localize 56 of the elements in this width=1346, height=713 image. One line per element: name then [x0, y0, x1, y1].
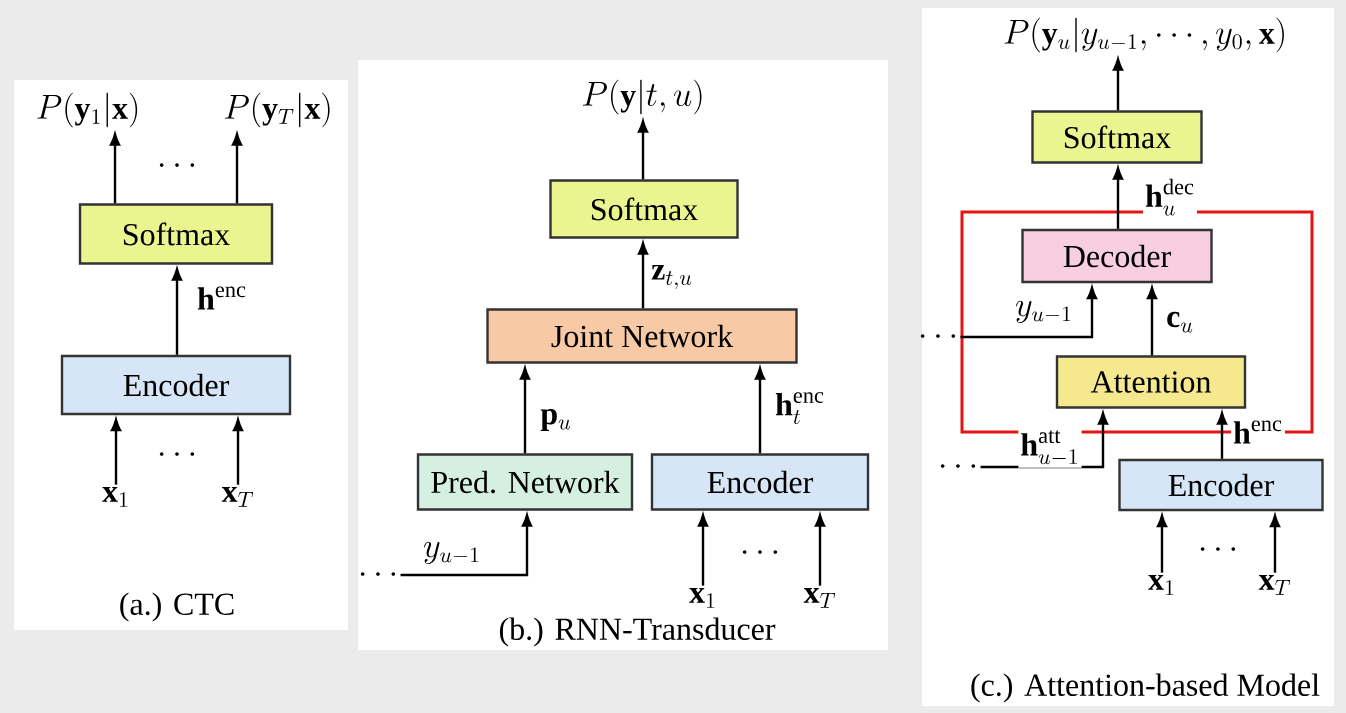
block-box: Decoder	[1021, 228, 1213, 284]
ellipsis: $\cdots$	[159, 163, 195, 167]
arrow	[1156, 514, 1168, 573]
math-label: $\mathbf{x}_T$	[1258, 575, 1290, 595]
block-box: Joint Network	[486, 308, 798, 364]
arrow	[1269, 514, 1281, 573]
edge-label: $\mathbf{c}_u$	[1164, 309, 1196, 335]
arrow	[171, 268, 183, 355]
block-box: Encoder	[1118, 458, 1324, 512]
arrow	[754, 367, 766, 454]
arrow	[231, 133, 243, 204]
math-label: $\mathbf{x}_1$	[689, 588, 715, 608]
arrow	[232, 418, 244, 485]
math-label: $\mathbf{x}_T$	[221, 487, 253, 507]
ellipsis: $\cdots$	[360, 572, 396, 576]
arrow	[109, 133, 121, 204]
arrow	[1216, 412, 1228, 459]
edge-label: $\mathbf{h}^{\mathrm{enc}}$	[1231, 418, 1285, 446]
block-box: Attention	[1055, 355, 1247, 409]
block-box: Softmax	[1031, 110, 1203, 164]
ellipsis: $\cdots$	[920, 334, 956, 338]
ellipsis: $\cdots$	[940, 464, 976, 468]
edge-label: $\mathbf{h}_{u-1}^{\mathrm{att}}$	[1018, 428, 1082, 468]
edge-label: $\mathbf{z}_{t,u}$	[649, 262, 695, 292]
math-label: $P(\mathbf{y}_1|\mathbf{x})$	[37, 92, 138, 128]
arrow	[637, 242, 649, 309]
block-box: Softmax	[78, 203, 274, 265]
block-box: Encoder	[60, 354, 292, 416]
math-label: $\mathbf{x}_1$	[1148, 575, 1174, 595]
math-label: $P(\mathbf{y}_T|\mathbf{x})$	[224, 92, 330, 128]
block-box: Encoder	[650, 453, 870, 511]
arrow	[960, 286, 1098, 339]
arrow	[637, 120, 649, 180]
ellipsis: $\cdots$	[742, 550, 778, 554]
math-label: $P(\mathbf{y}|t,u)$	[583, 79, 702, 115]
ellipsis: $\cdots$	[1200, 547, 1236, 551]
edge-label: $\mathbf{h}_t^{\mathrm{enc}}$	[773, 390, 827, 426]
math-label: $\mathbf{x}_T$	[803, 588, 835, 608]
ellipsis: $\cdots$	[159, 452, 195, 456]
math-label: $\mathbf{x}_1$	[102, 487, 128, 507]
arrow	[697, 514, 709, 586]
edge-label: $y_{u-1}$	[1013, 299, 1075, 325]
arrow	[400, 514, 533, 577]
edge-label: $\mathbf{p}_u$	[538, 407, 574, 433]
arrow	[1146, 286, 1158, 356]
arrow	[1112, 58, 1124, 111]
edge-label: $\mathbf{h}^{\mathrm{enc}}$	[195, 284, 249, 312]
arrow	[814, 514, 826, 586]
arrow	[110, 418, 122, 485]
arrow	[1112, 167, 1124, 229]
edge-label: $\mathbf{h}_u^{\mathrm{dec}}$	[1143, 176, 1197, 218]
math-label: $P(\mathbf{y}_u|y_{u-1},\cdots,y_0,\mathbf{x})$	[1004, 17, 1284, 53]
block-box: Softmax	[549, 179, 739, 239]
block-box: Pred. Network	[416, 453, 634, 511]
edge-label: $y_{u-1}$	[421, 540, 483, 566]
arrow	[519, 367, 531, 454]
